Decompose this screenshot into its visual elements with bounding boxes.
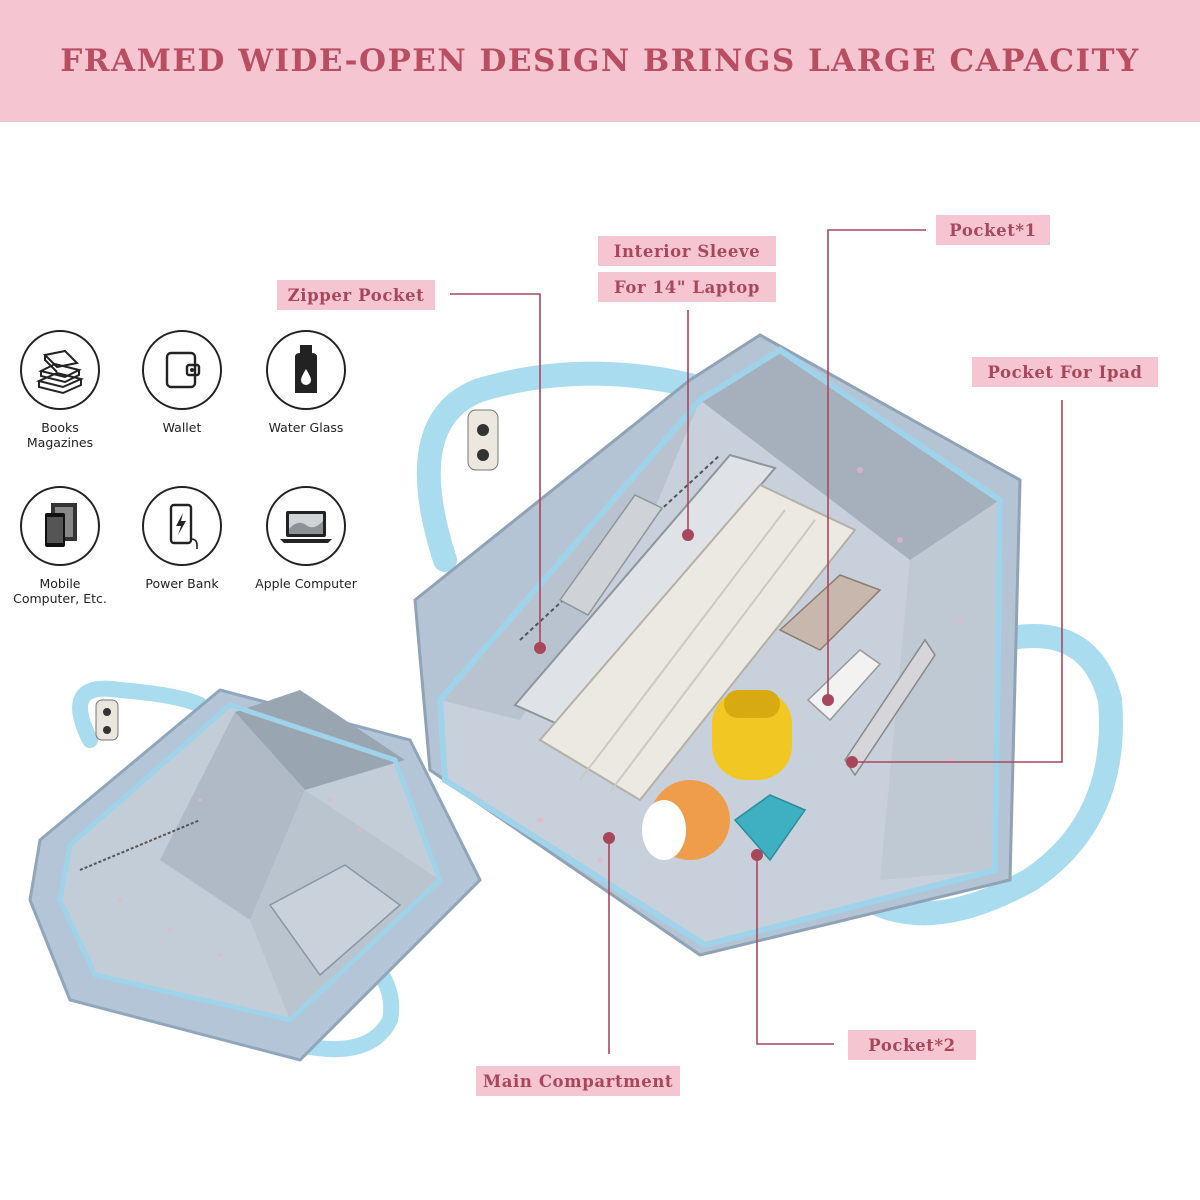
callout-pocket-1: Pocket*1 bbox=[936, 215, 1050, 245]
callout-zipper-pocket: Zipper Pocket bbox=[277, 280, 435, 310]
callout-pocket-2: Pocket*2 bbox=[848, 1030, 976, 1060]
laptop-icon bbox=[266, 486, 346, 566]
mobile-devices-icon bbox=[20, 486, 100, 566]
callout-interior-sleeve: Interior Sleeve bbox=[598, 236, 776, 266]
feature-mobile-label: Mobile Computer, Etc. bbox=[13, 576, 107, 606]
callout-main-compartment: Main Compartment bbox=[476, 1066, 680, 1096]
power-bank-icon bbox=[142, 486, 222, 566]
feature-powerbank-label: Power Bank bbox=[145, 576, 219, 591]
feature-books: Books Magazines bbox=[0, 330, 120, 450]
callout-pocket-ipad: Pocket For Ipad bbox=[972, 357, 1158, 387]
headline: FRAMED WIDE-OPEN DESIGN BRINGS LARGE CAP… bbox=[60, 43, 1140, 79]
feature-wallet: Wallet bbox=[122, 330, 242, 435]
feature-laptop-label: Apple Computer bbox=[255, 576, 357, 591]
callout-laptop-size: For 14" Laptop bbox=[598, 272, 776, 302]
books-icon bbox=[20, 330, 100, 410]
water-bottle-icon bbox=[266, 330, 346, 410]
feature-powerbank: Power Bank bbox=[122, 486, 242, 591]
feature-water-label: Water Glass bbox=[268, 420, 344, 435]
feature-water: Water Glass bbox=[246, 330, 366, 435]
wallet-icon bbox=[142, 330, 222, 410]
feature-wallet-label: Wallet bbox=[162, 420, 202, 435]
feature-books-label: Books Magazines bbox=[26, 420, 94, 450]
feature-laptop: Apple Computer bbox=[246, 486, 366, 591]
title-banner: FRAMED WIDE-OPEN DESIGN BRINGS LARGE CAP… bbox=[0, 0, 1200, 122]
feature-mobile: Mobile Computer, Etc. bbox=[0, 486, 120, 606]
